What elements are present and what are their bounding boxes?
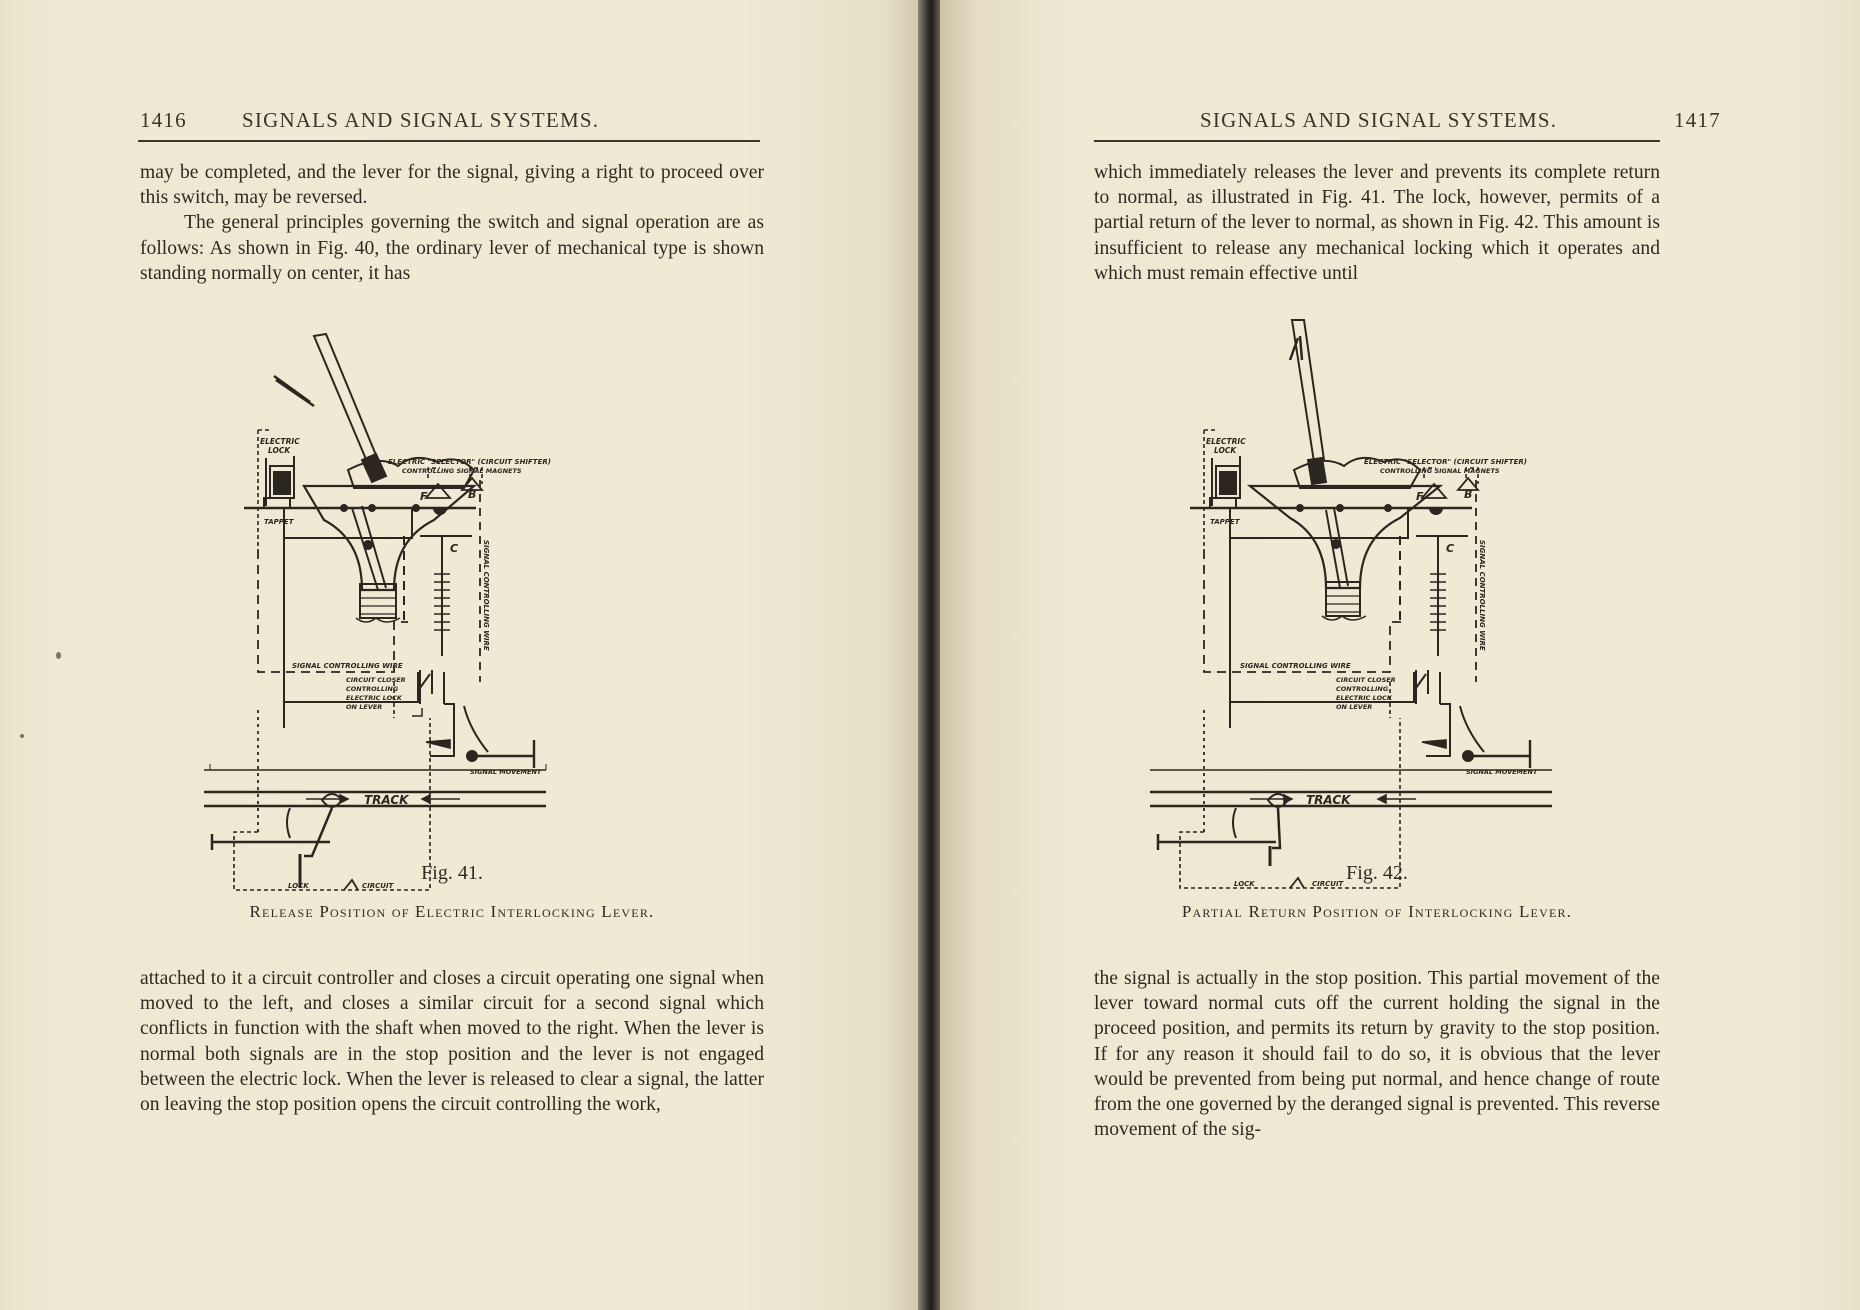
svg-text:CONTROLLING: CONTROLLING	[1336, 685, 1389, 693]
page-number: 1417	[1674, 108, 1721, 132]
header-rule	[1094, 140, 1660, 142]
svg-text:CONTROLLING SIGNAL MAGNETS: CONTROLLING SIGNAL MAGNETS	[1380, 467, 1500, 475]
svg-text:CONTROLLING SIGNAL MAGNETS: CONTROLLING SIGNAL MAGNETS	[402, 467, 522, 475]
running-head: SIGNALS AND SIGNAL SYSTEMS.	[242, 108, 600, 132]
label-b: B	[1464, 488, 1472, 501]
label-electric-lock: ELECTRIC	[260, 437, 300, 446]
label-circuit-closer: CIRCUIT CLOSER	[1336, 676, 1396, 684]
figure-title: Partial Return Position of Interlocking …	[1181, 902, 1573, 921]
label-selector: ELECTRIC "SELECTOR" (CIRCUIT SHIFTER)	[388, 458, 551, 466]
svg-text:LOCK: LOCK	[268, 446, 291, 455]
label-c: C	[450, 542, 458, 555]
lever-diagram: ELECTRIC LOCK ELECTRIC "SELECTOR" (CIRCU…	[1150, 319, 1552, 889]
bottom-paragraph: the signal is actually in the stop posit…	[1094, 968, 1660, 1141]
right-page: SIGNALS AND SIGNAL SYSTEMS. 1417 which i…	[940, 0, 1860, 1310]
label-track: TRACK	[364, 793, 410, 807]
top-paragraph: which immediately releases the lever and…	[1094, 162, 1660, 284]
label-tappet: TAPPET	[1210, 518, 1241, 526]
label-signal-movement: SIGNAL MOVEMENT	[1466, 768, 1538, 776]
svg-text:ELECTRIC LOCK: ELECTRIC LOCK	[1336, 694, 1393, 702]
label-circuit-closer: CIRCUIT CLOSER	[346, 676, 406, 684]
figure-title: Release Position of Electric Interlockin…	[249, 902, 655, 921]
svg-text:CONTROLLING: CONTROLLING	[346, 685, 399, 693]
label-lock: LOCK	[1234, 880, 1255, 888]
label-signal-controlling-wire-vertical: SIGNAL CONTROLLING WIRE	[1478, 540, 1486, 651]
header-rule	[138, 140, 760, 142]
lever-diagram: ELECTRIC LOCK ELECTRIC "SELECTOR" (CIRCU…	[204, 332, 551, 891]
label-tappet: TAPPET	[264, 518, 295, 526]
label-selector: ELECTRIC "SELECTOR" (CIRCUIT SHIFTER)	[1364, 458, 1527, 466]
label-signal-controlling-wire: SIGNAL CONTROLLING WIRE	[292, 662, 403, 670]
label-signal-movement: SIGNAL MOVEMENT	[470, 768, 542, 776]
label-electric-lock: ELECTRIC	[1206, 437, 1246, 446]
label-f: F	[1416, 490, 1424, 503]
label-lock: LOCK	[288, 882, 309, 890]
svg-text:ON LEVER: ON LEVER	[1336, 703, 1372, 711]
label-signal-controlling-wire-vertical: SIGNAL CONTROLLING WIRE	[482, 540, 490, 651]
paper-speck	[56, 652, 61, 659]
label-b: B	[468, 488, 476, 501]
left-page: 1416 SIGNALS AND SIGNAL SYSTEMS. may be …	[0, 0, 922, 1310]
label-circuit: CIRCUIT	[362, 882, 395, 890]
paper-speck	[20, 734, 24, 738]
figure-41-diagram: ELECTRIC LOCK ELECTRIC "SELECTOR" (CIRCU…	[204, 330, 664, 891]
svg-text:ON LEVER: ON LEVER	[346, 703, 382, 711]
bottom-paragraph: attached to it a circuit controller and …	[140, 968, 764, 1116]
top-paragraph: may be completed, and the lever for the …	[140, 162, 764, 284]
figure-caption: Fig. 41.	[421, 862, 483, 884]
svg-text:LOCK: LOCK	[1214, 446, 1237, 455]
book-gutter	[918, 0, 944, 1310]
label-signal-controlling-wire: SIGNAL CONTROLLING WIRE	[1240, 662, 1351, 670]
label-track: TRACK	[1306, 793, 1352, 807]
svg-text:ELECTRIC LOCK: ELECTRIC LOCK	[346, 694, 403, 702]
label-circuit: CIRCUIT	[1312, 880, 1345, 888]
page-number: 1416	[140, 108, 187, 132]
figure-caption: Fig. 42.	[1346, 862, 1408, 884]
label-c: C	[1446, 542, 1454, 555]
running-head: SIGNALS AND SIGNAL SYSTEMS.	[1200, 108, 1558, 132]
figure-42-diagram: ELECTRIC LOCK ELECTRIC "SELECTOR" (CIRCU…	[1150, 319, 1660, 889]
label-f: F	[420, 490, 428, 503]
